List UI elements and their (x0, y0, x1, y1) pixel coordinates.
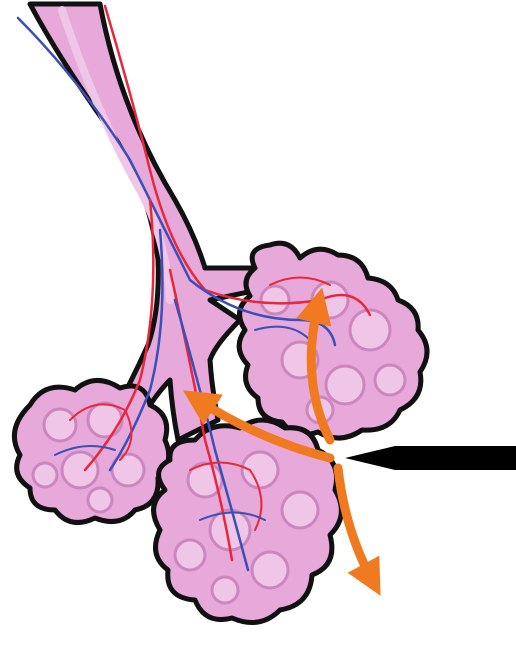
pointer-arrow-icon (345, 446, 516, 470)
orange-flow-arrow-icon (338, 468, 372, 580)
